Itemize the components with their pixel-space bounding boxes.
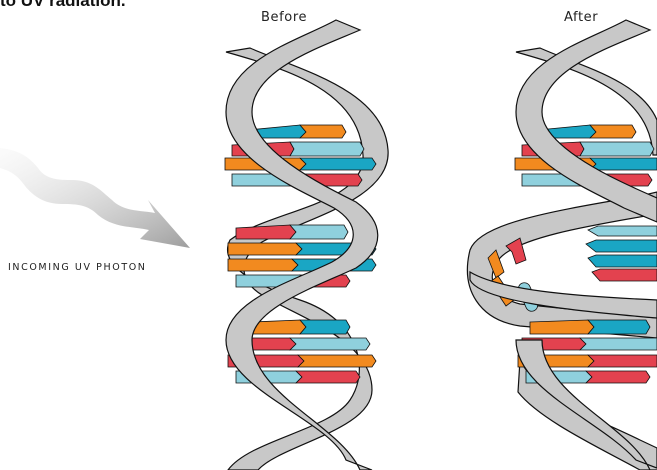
broken-base-pairs-right xyxy=(586,226,657,281)
dna-helix-before xyxy=(225,20,388,470)
dna-helix-after xyxy=(467,20,657,470)
uv-photon-icon xyxy=(0,148,190,248)
